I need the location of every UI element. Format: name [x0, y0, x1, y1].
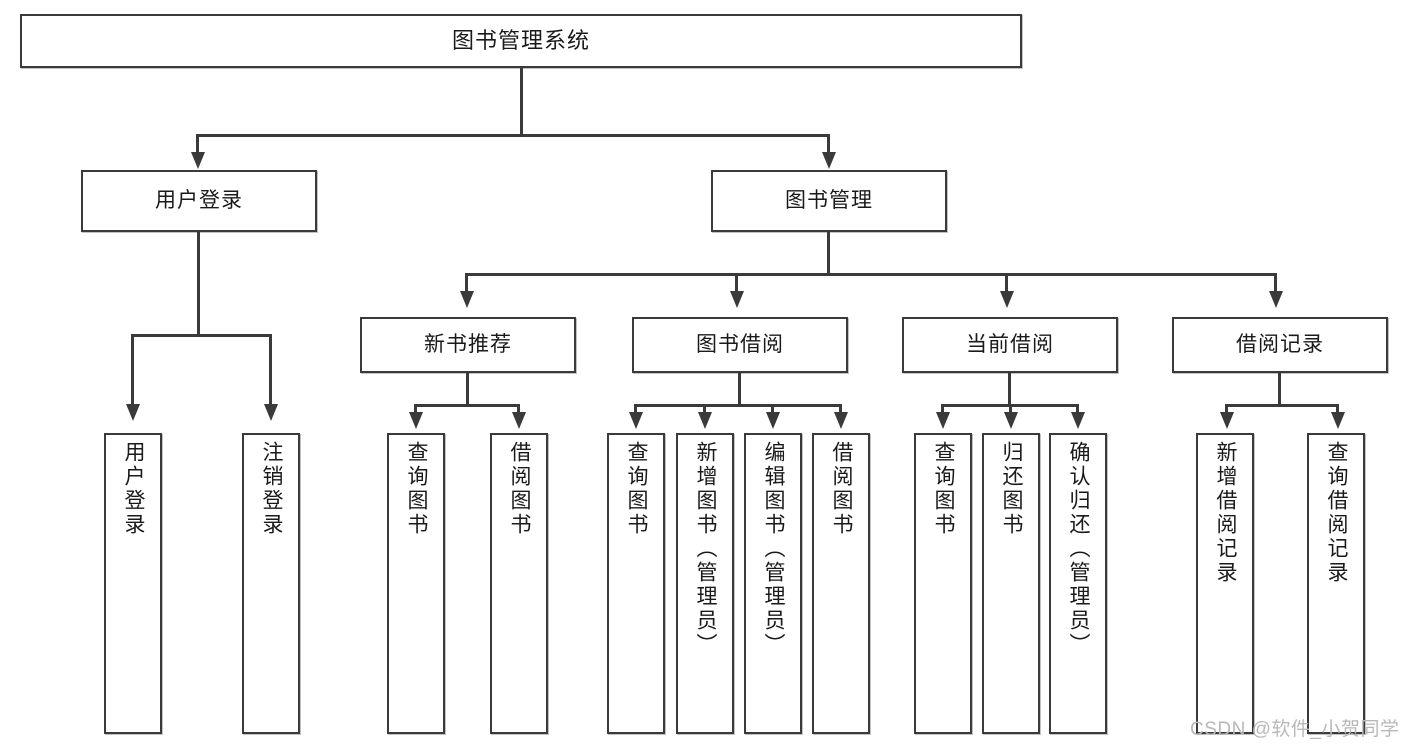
arrow-to-leaf-add-record: [1220, 412, 1234, 429]
arrow-to-leaf-add-book: [698, 412, 712, 429]
node-leaf-edit-book[interactable]: 编辑图书（管理员）: [744, 433, 802, 734]
arrow-to-book-borrow: [730, 291, 744, 308]
connector-bb-branch-4: [839, 404, 842, 416]
connector-br-branch-2: [1336, 404, 1339, 416]
node-current-borrow[interactable]: 当前借阅: [902, 317, 1118, 373]
node-label: 新书推荐: [424, 332, 512, 356]
arrow-to-leaf-borrow-book-2: [834, 412, 848, 429]
arrow-to-new-book-recommend: [460, 291, 474, 308]
node-label: 用户登录: [155, 188, 243, 212]
connector-nbr-bar: [414, 404, 520, 407]
node-label: 新增图书（管理员）: [694, 441, 718, 657]
node-leaf-logout-login[interactable]: 注销登录: [242, 433, 300, 734]
arrow-to-leaf-query-book-3: [936, 412, 950, 429]
node-label: 借阅图书: [830, 441, 854, 537]
node-label: 用户登录: [122, 441, 146, 537]
connector-br-stem: [1278, 373, 1281, 407]
node-leaf-query-book-3[interactable]: 查询图书: [914, 433, 972, 734]
arrow-to-leaf-confirm-return: [1071, 412, 1085, 429]
node-root-system[interactable]: 图书管理系统: [20, 14, 1022, 68]
node-leaf-user-login[interactable]: 用户登录: [104, 433, 162, 734]
node-label: 图书管理系统: [451, 28, 590, 54]
connector-br-bar: [1225, 404, 1339, 407]
node-label: 借阅记录: [1236, 332, 1324, 356]
node-borrow-record[interactable]: 借阅记录: [1172, 317, 1388, 373]
node-leaf-borrow-book-1[interactable]: 借阅图书: [490, 433, 548, 734]
connector-bm-branch-3: [1005, 273, 1008, 295]
node-label: 图书管理: [785, 188, 873, 212]
connector-bb-branch-3: [771, 404, 774, 416]
node-user-login[interactable]: 用户登录: [81, 170, 317, 232]
node-label: 查询图书: [932, 441, 956, 537]
node-label: 查询图书: [625, 441, 649, 537]
node-label: 图书借阅: [696, 332, 784, 356]
connector-book-management-bar: [465, 273, 1277, 276]
arrow-to-leaf-borrow-book-1: [512, 412, 526, 429]
arrow-to-leaf-return-book: [1004, 412, 1018, 429]
node-leaf-confirm-return[interactable]: 确认归还（管理员）: [1049, 433, 1107, 734]
connector-cb-branch-2: [1009, 404, 1012, 416]
node-leaf-return-book[interactable]: 归还图书: [982, 433, 1040, 734]
connector-bm-branch-1: [465, 273, 468, 295]
connector-bb-bar: [634, 404, 841, 407]
node-book-borrow[interactable]: 图书借阅: [632, 317, 848, 373]
connector-user-login-stem: [197, 232, 200, 336]
arrow-to-leaf-query-record: [1331, 412, 1345, 429]
connector-nbr-branch-2: [517, 404, 520, 416]
connector-user-login-bar: [131, 334, 271, 337]
connector-cb-branch-3: [1076, 404, 1079, 416]
connector-bb-branch-1: [634, 404, 637, 416]
node-leaf-borrow-book-2[interactable]: 借阅图书: [812, 433, 870, 734]
connector-user-login-branch-2: [269, 334, 272, 408]
node-leaf-query-book-2[interactable]: 查询图书: [607, 433, 665, 734]
arrow-to-book-management: [822, 152, 836, 169]
node-label: 编辑图书（管理员）: [762, 441, 786, 657]
arrow-to-leaf-logout-login: [264, 404, 278, 421]
connector-root-to-user-login: [196, 134, 199, 156]
arrow-to-user-login: [191, 152, 205, 169]
connector-root-stem: [520, 68, 523, 135]
node-label: 注销登录: [260, 441, 284, 537]
connector-bm-branch-2: [735, 273, 738, 295]
connector-root-to-book-management: [827, 134, 830, 156]
arrow-to-leaf-user-login: [126, 404, 140, 421]
arrow-to-leaf-query-book-1: [409, 412, 423, 429]
arrow-to-current-borrow: [1000, 291, 1014, 308]
connector-nbr-branch-1: [414, 404, 417, 416]
node-label: 查询借阅记录: [1325, 441, 1349, 585]
connector-br-branch-1: [1225, 404, 1228, 416]
connector-nbr-stem: [466, 373, 469, 407]
arrow-to-borrow-record: [1269, 291, 1283, 308]
connector-book-management-stem: [827, 232, 830, 276]
node-label: 借阅图书: [508, 441, 532, 537]
connector-cb-branch-1: [941, 404, 944, 416]
node-new-book-recommend[interactable]: 新书推荐: [360, 317, 576, 373]
connector-user-login-branch-1: [131, 334, 134, 408]
node-leaf-add-book[interactable]: 新增图书（管理员）: [676, 433, 734, 734]
node-leaf-add-record[interactable]: 新增借阅记录: [1196, 433, 1254, 734]
node-leaf-query-book-1[interactable]: 查询图书: [387, 433, 445, 734]
node-label: 当前借阅: [966, 332, 1054, 356]
node-label: 确认归还（管理员）: [1067, 441, 1091, 657]
node-leaf-query-record[interactable]: 查询借阅记录: [1307, 433, 1365, 734]
node-label: 新增借阅记录: [1214, 441, 1238, 585]
node-label: 归还图书: [1000, 441, 1024, 537]
arrow-to-leaf-edit-book: [766, 412, 780, 429]
connector-cb-stem: [1008, 373, 1011, 407]
node-book-management[interactable]: 图书管理: [711, 170, 947, 232]
connector-bb-stem: [738, 373, 741, 407]
arrow-to-leaf-query-book-2: [629, 412, 643, 429]
connector-bb-branch-2: [703, 404, 706, 416]
connector-bm-branch-4: [1274, 273, 1277, 295]
node-label: 查询图书: [405, 441, 429, 537]
connector-root-bar: [196, 134, 829, 137]
